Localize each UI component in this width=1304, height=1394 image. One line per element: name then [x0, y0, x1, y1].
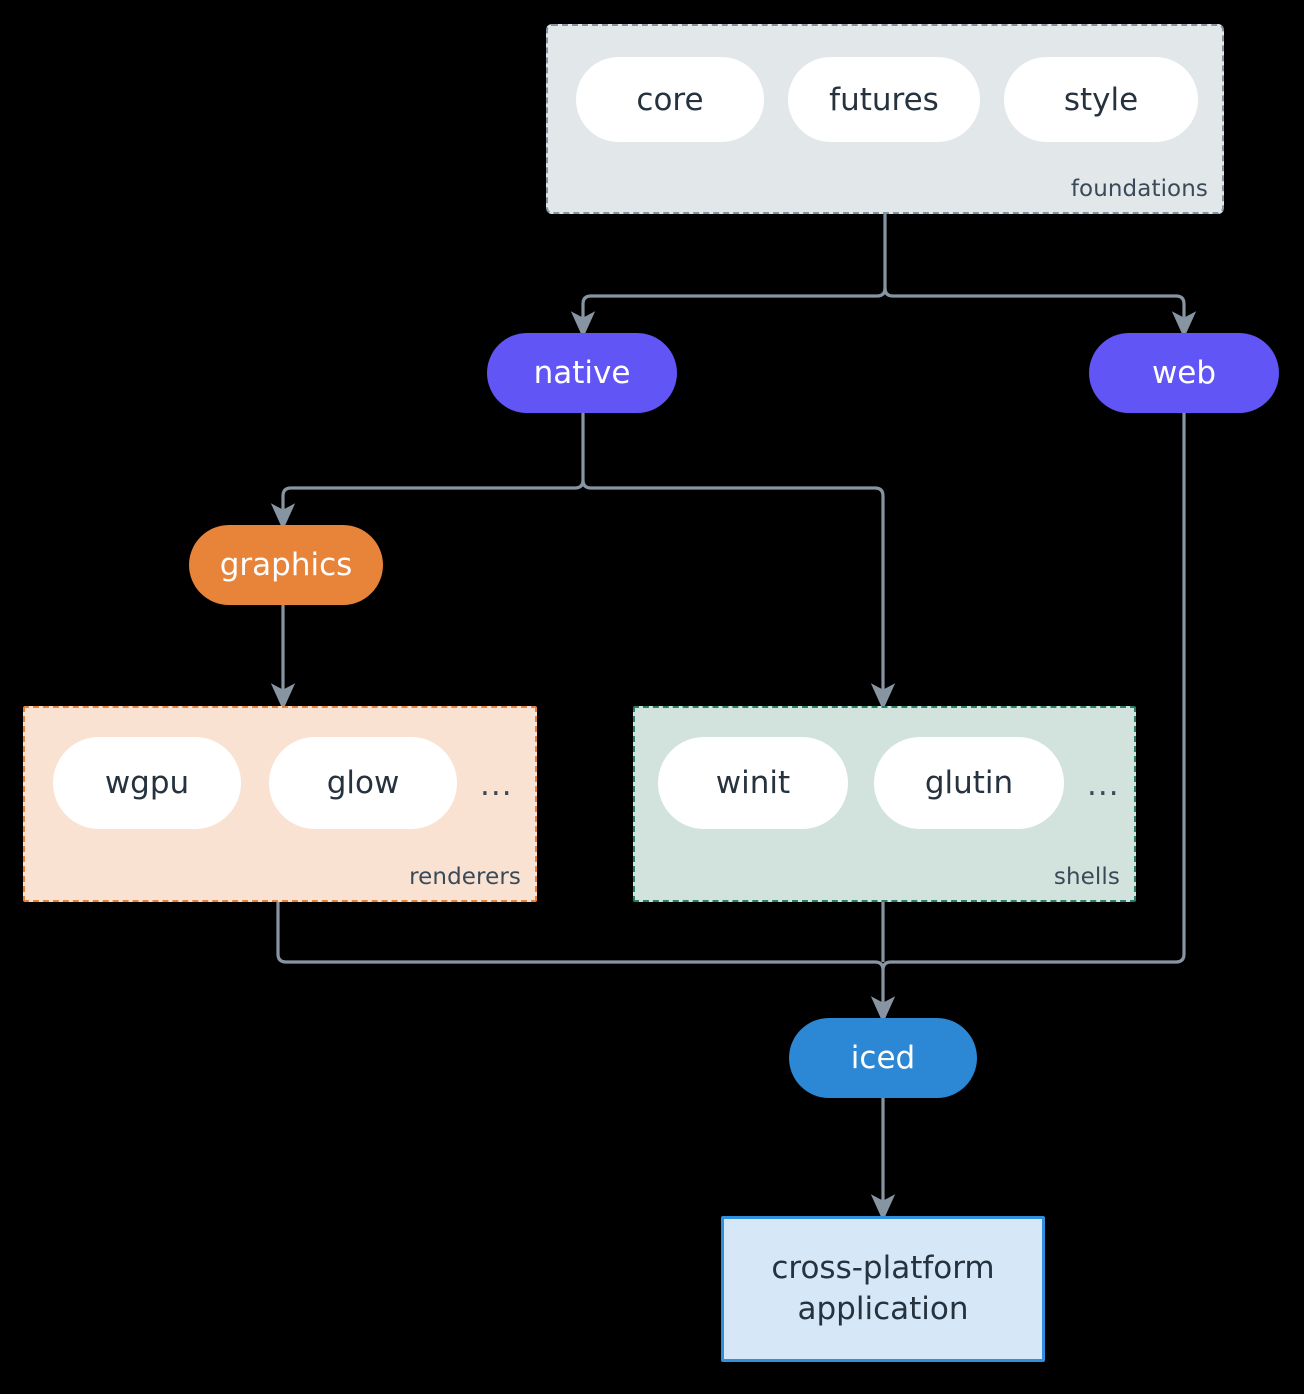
pill-glutin[interactable]: glutin [874, 737, 1064, 829]
cluster-label-foundations: foundations [1070, 176, 1208, 202]
node-web[interactable]: web [1089, 333, 1279, 413]
edge-foundations-to-web [883, 287, 1197, 339]
pill-style[interactable]: style [1004, 57, 1198, 142]
node-iced[interactable]: iced [789, 1018, 977, 1098]
application-label-line1: cross-platform [771, 1250, 995, 1287]
node-native[interactable]: native [487, 333, 677, 413]
cluster-label-renderers: renderers [409, 864, 521, 890]
cluster-shells[interactable]: winit glutin ... shells [633, 706, 1136, 902]
pill-futures[interactable]: futures [788, 57, 980, 142]
edge-native-to-graphics [270, 479, 585, 531]
node-graphics[interactable]: graphics [189, 525, 383, 605]
edge-foundations-to-native [570, 287, 887, 339]
renderers-more-ellipsis: ... [480, 767, 513, 803]
edge-converge-to-iced [870, 960, 896, 1024]
pill-glow[interactable]: glow [269, 737, 457, 829]
application-label-line2: application [797, 1291, 969, 1327]
pill-wgpu[interactable]: wgpu [53, 737, 241, 829]
pill-winit[interactable]: winit [658, 737, 848, 829]
cluster-renderers[interactable]: wgpu glow ... renderers [23, 706, 537, 902]
node-cross-platform-application[interactable]: cross-platform application [721, 1216, 1045, 1362]
shells-more-ellipsis: ... [1087, 767, 1120, 803]
edge-converge-right-join [881, 960, 892, 971]
pill-core[interactable]: core [576, 57, 764, 142]
cluster-label-shells: shells [1053, 864, 1120, 890]
edge-native-to-shells [581, 479, 896, 711]
cluster-foundations[interactable]: core futures style foundations [546, 24, 1224, 214]
edge-renderers-to-iced [276, 902, 875, 964]
